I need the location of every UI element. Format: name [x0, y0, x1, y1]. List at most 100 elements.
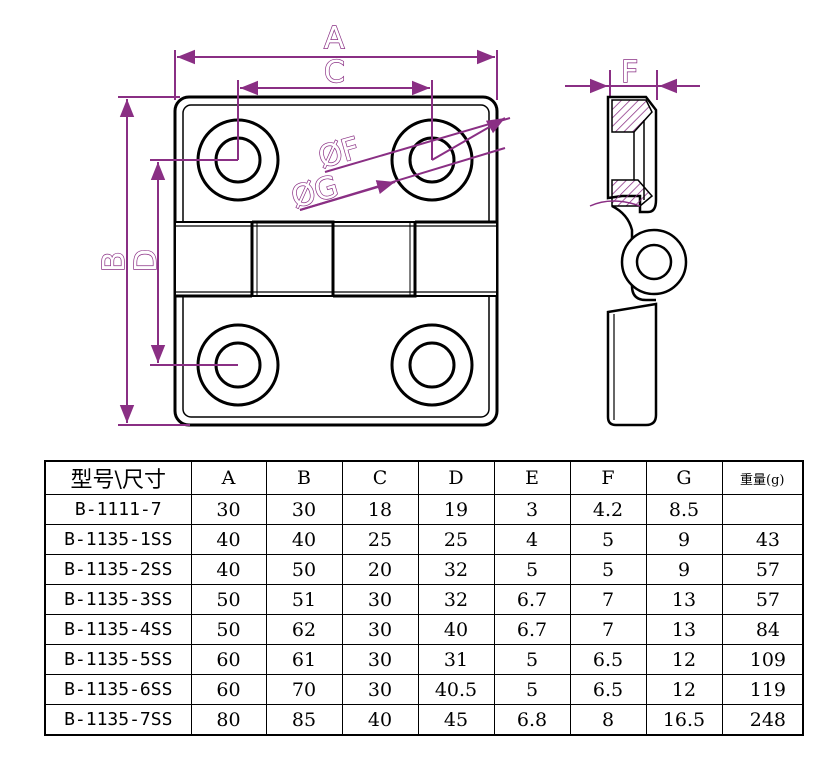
cell-c: 30 — [341, 644, 419, 675]
cell-b: 30 — [265, 494, 343, 525]
cell-f: 6.5 — [569, 674, 647, 705]
cell-g: 12 — [645, 674, 723, 705]
cell-e: 5 — [493, 674, 571, 705]
header-d: D — [417, 460, 495, 495]
cell-model: B-1135-7SS — [44, 704, 192, 736]
cell-g: 13 — [645, 614, 723, 645]
cell-d: 32 — [417, 584, 495, 615]
dim-label-side-f: F — [621, 55, 638, 90]
hole-bottom-right-outer — [390, 323, 474, 407]
cell-f: 5 — [569, 524, 647, 555]
cell-model: B-1135-2SS — [44, 554, 192, 585]
header-c: C — [341, 460, 419, 495]
side-plate-lower — [606, 302, 658, 427]
cell-a: 40 — [190, 524, 267, 555]
dim-label-b: B — [97, 251, 132, 272]
cell-b: 62 — [265, 614, 343, 645]
cell-d: 40 — [417, 614, 495, 645]
cell-b: 50 — [265, 554, 343, 585]
table-row: B-1111-7 30 30 18 19 3 4.2 8.5 — [44, 494, 804, 525]
cell-d: 19 — [417, 494, 495, 525]
cell-d: 25 — [417, 524, 495, 555]
cell-c: 30 — [341, 674, 419, 705]
dim-label-phi-f: ØF — [315, 131, 364, 176]
cell-f: 4.2 — [569, 494, 647, 525]
cell-e: 6.7 — [493, 614, 571, 645]
side-knuckle-outer — [620, 228, 688, 296]
cell-b: 51 — [265, 584, 343, 615]
cell-b: 70 — [265, 674, 343, 705]
cell-a: 40 — [190, 554, 267, 585]
cell-b: 40 — [265, 524, 343, 555]
header-f: F — [569, 460, 647, 495]
table-row: B-1135-2SS 40 50 20 32 5 5 9 57 — [44, 554, 804, 585]
knuckle-band — [174, 221, 498, 297]
hinge-drawing: A C B D ØF ØG F — [96, 20, 700, 427]
table-header-row: 型号\尺寸 A B C D E F G 重量(g) — [44, 460, 804, 495]
header-weight: 重量(g) — [721, 460, 804, 495]
cell-f: 5 — [569, 554, 647, 585]
cell-model: B-1135-3SS — [44, 584, 192, 615]
cell-c: 18 — [341, 494, 419, 525]
cell-a: 80 — [190, 704, 267, 736]
header-a: A — [190, 460, 267, 495]
side-hatch-top — [611, 99, 653, 133]
cell-weight: 57 — [721, 554, 804, 585]
cell-model: B-1135-4SS — [44, 614, 192, 645]
cell-g: 8.5 — [645, 494, 723, 525]
cell-f: 8 — [569, 704, 647, 736]
cell-g: 9 — [645, 554, 723, 585]
cell-weight — [721, 494, 804, 525]
header-g: G — [645, 460, 723, 495]
cell-e: 6.8 — [493, 704, 571, 736]
cell-c: 40 — [341, 704, 419, 736]
cell-d: 31 — [417, 644, 495, 675]
cell-weight: 84 — [721, 614, 804, 645]
cell-b: 85 — [265, 704, 343, 736]
cell-c: 30 — [341, 584, 419, 615]
cell-g: 16.5 — [645, 704, 723, 736]
spec-table: 型号\尺寸 A B C D E F G 重量(g) B-1111-7 30 30… — [44, 460, 804, 736]
dim-label-phi-g: ØG — [288, 169, 343, 216]
cell-f: 7 — [569, 584, 647, 615]
side-view — [589, 95, 688, 427]
cell-c: 20 — [341, 554, 419, 585]
cell-weight: 109 — [721, 644, 804, 675]
cell-a: 50 — [190, 614, 267, 645]
cell-d: 32 — [417, 554, 495, 585]
cell-e: 6.7 — [493, 584, 571, 615]
cell-model: B-1135-1SS — [44, 524, 192, 555]
dim-label-a: A — [324, 21, 345, 56]
cell-weight: 43 — [721, 524, 804, 555]
cell-e: 5 — [493, 554, 571, 585]
cell-weight: 248 — [721, 704, 804, 736]
side-knuckle-pin — [635, 243, 673, 281]
table-row: B-1135-7SS 80 85 40 45 6.8 8 16.5 248 — [44, 704, 804, 736]
cell-f: 7 — [569, 614, 647, 645]
cell-e: 4 — [493, 524, 571, 555]
cell-c: 30 — [341, 614, 419, 645]
cell-weight: 57 — [721, 584, 804, 615]
table-row: B-1135-5SS 60 61 30 31 5 6.5 12 109 — [44, 644, 804, 675]
cell-model: B-1135-5SS — [44, 644, 192, 675]
cell-a: 30 — [190, 494, 267, 525]
hole-bottom-right-inner — [408, 341, 456, 389]
table-row: B-1135-3SS 50 51 30 32 6.7 7 13 57 — [44, 584, 804, 615]
table-row: B-1135-6SS 60 70 30 40.5 5 6.5 12 119 — [44, 674, 804, 705]
header-model: 型号\尺寸 — [44, 460, 192, 495]
cell-g: 12 — [645, 644, 723, 675]
cell-e: 5 — [493, 644, 571, 675]
table-row: B-1135-1SS 40 40 25 25 4 5 9 43 — [44, 524, 804, 555]
cell-model: B-1111-7 — [44, 494, 192, 525]
cell-a: 50 — [190, 584, 267, 615]
cell-e: 3 — [493, 494, 571, 525]
cell-a: 60 — [190, 644, 267, 675]
cell-g: 9 — [645, 524, 723, 555]
cell-d: 40.5 — [417, 674, 495, 705]
header-e: E — [493, 460, 571, 495]
dim-label-c: C — [324, 55, 345, 90]
knuckle-mid-left — [252, 220, 335, 296]
cell-c: 25 — [341, 524, 419, 555]
cell-b: 61 — [265, 644, 343, 675]
header-b: B — [265, 460, 343, 495]
